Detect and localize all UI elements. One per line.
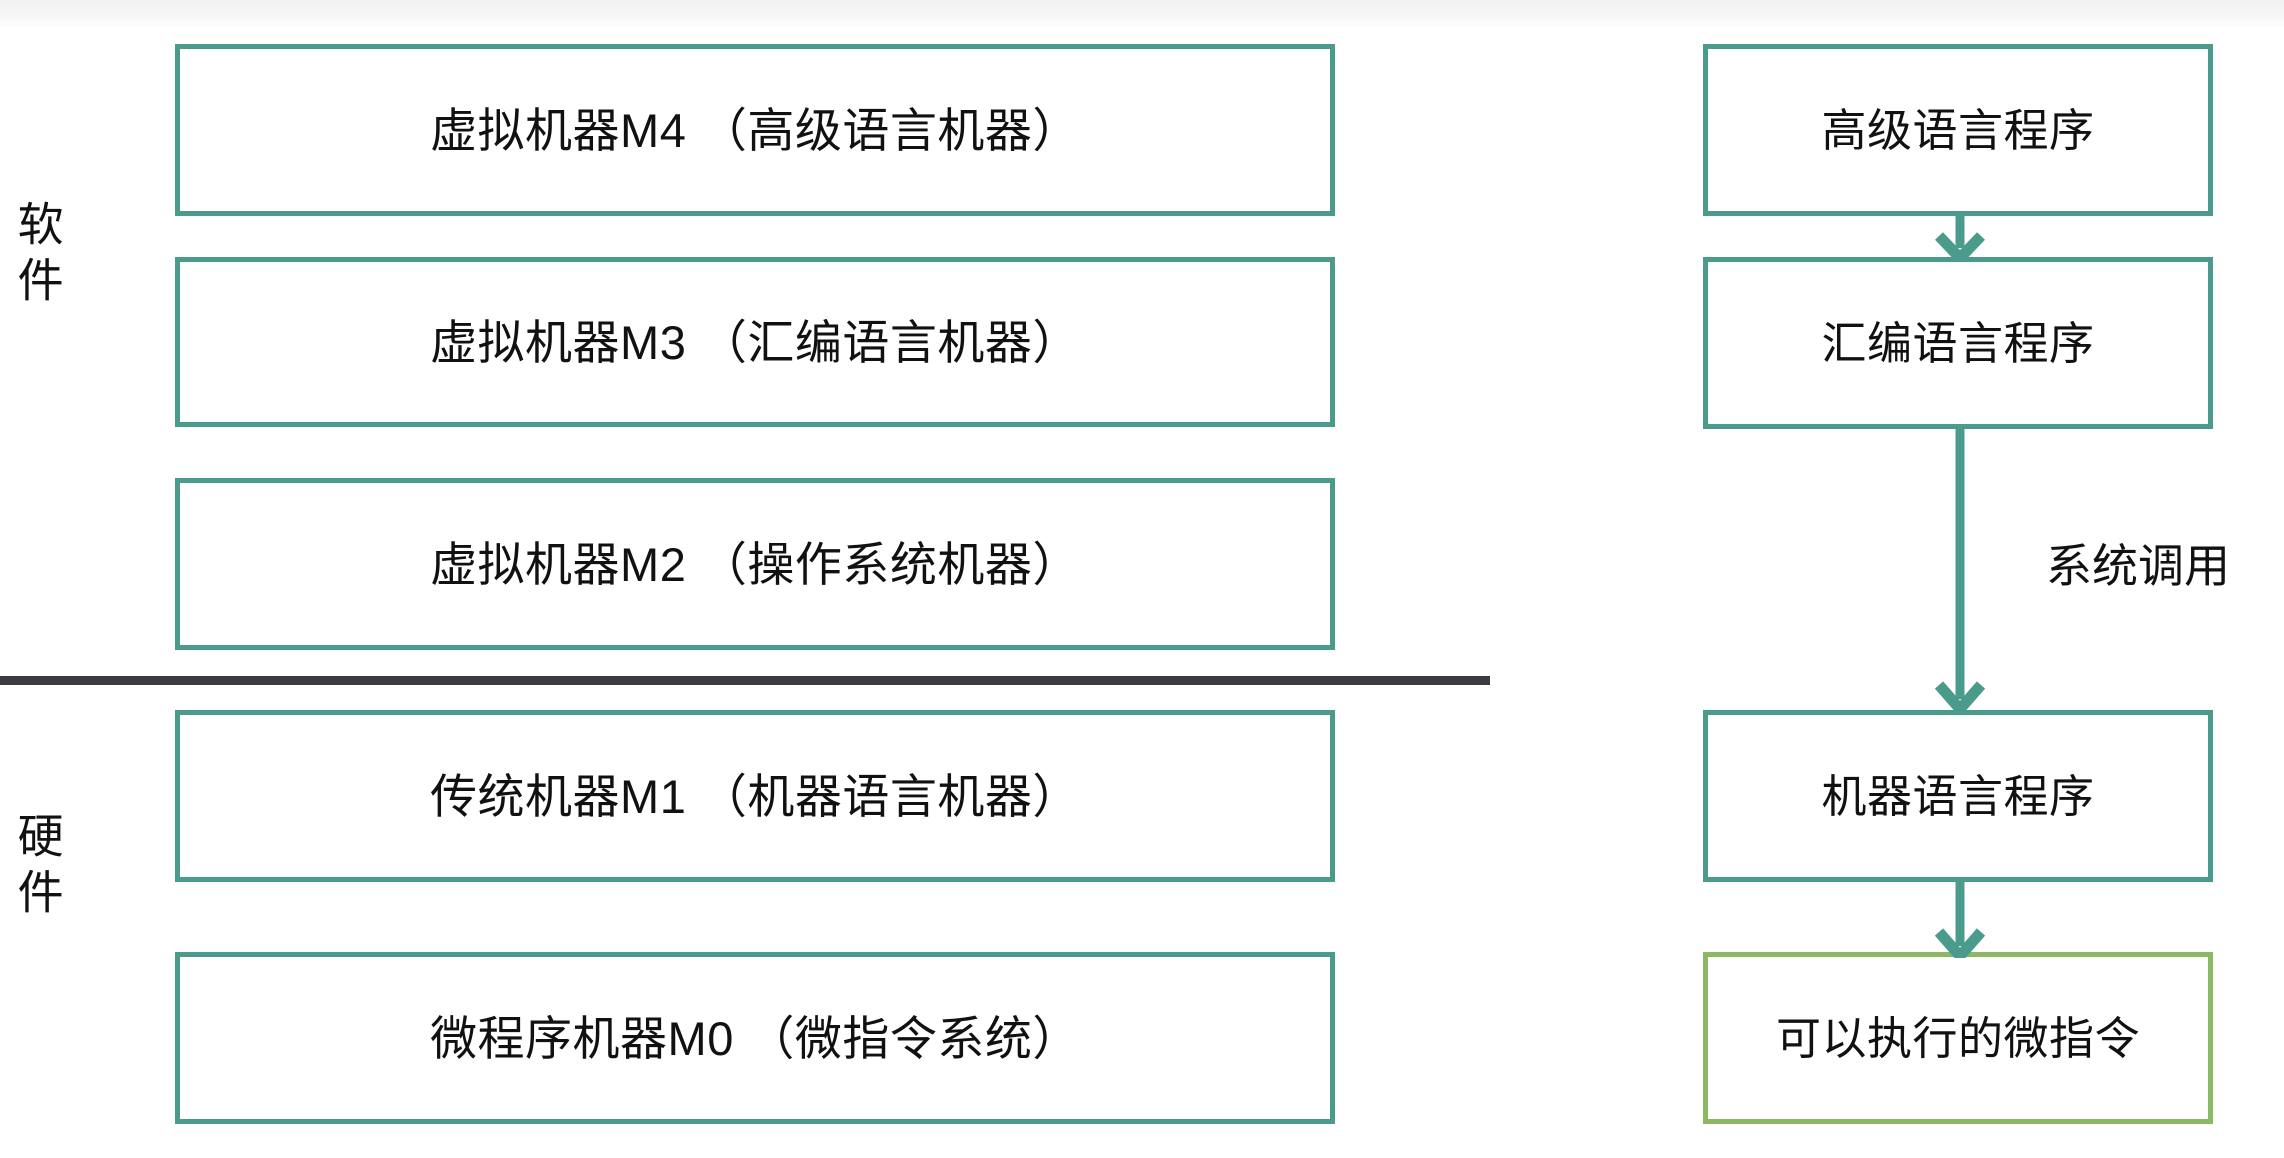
program-flow-box-machine-language[interactable]: 机器语言程序 bbox=[1703, 710, 2213, 882]
program-flow-box-microinstruction[interactable]: 可以执行的微指令 bbox=[1703, 952, 2213, 1124]
machine-level-label-m3: 虚拟机器M3 （汇编语言机器） bbox=[430, 315, 1080, 369]
side-label-hardware: 硬件 bbox=[12, 812, 72, 924]
program-flow-label-high-level: 高级语言程序 bbox=[1821, 104, 2095, 156]
annotation-system-call: 系统调用 bbox=[2046, 540, 2230, 592]
side-label-hardware-char-1: 硬件 bbox=[11, 812, 64, 924]
program-flow-label-microinstruction: 可以执行的微指令 bbox=[1775, 1012, 2140, 1064]
machine-level-box-m1[interactable]: 传统机器M1 （机器语言机器） bbox=[175, 710, 1335, 882]
arrow-high-level-to-assembly bbox=[1925, 214, 1995, 260]
program-flow-box-high-level[interactable]: 高级语言程序 bbox=[1703, 44, 2213, 216]
machine-level-box-m4[interactable]: 虚拟机器M4 （高级语言机器） bbox=[175, 44, 1335, 216]
arrow-machine-language-to-microinstruction bbox=[1925, 880, 1995, 958]
machine-level-label-m0: 微程序机器M0 （微指令系统） bbox=[430, 1011, 1080, 1065]
machine-level-box-m0[interactable]: 微程序机器M0 （微指令系统） bbox=[175, 952, 1335, 1124]
side-label-software-char-1: 软件 bbox=[11, 200, 64, 312]
machine-level-label-m2: 虚拟机器M2 （操作系统机器） bbox=[430, 537, 1080, 591]
program-flow-label-assembly: 汇编语言程序 bbox=[1821, 317, 2095, 369]
side-label-software: 软件 bbox=[12, 200, 72, 312]
machine-level-label-m4: 虚拟机器M4 （高级语言机器） bbox=[430, 103, 1080, 157]
program-flow-label-machine-language: 机器语言程序 bbox=[1821, 770, 2095, 822]
software-hardware-divider bbox=[0, 676, 1490, 685]
machine-level-box-m3[interactable]: 虚拟机器M3 （汇编语言机器） bbox=[175, 257, 1335, 427]
program-flow-box-assembly[interactable]: 汇编语言程序 bbox=[1703, 257, 2213, 429]
machine-level-label-m1: 传统机器M1 （机器语言机器） bbox=[430, 769, 1080, 823]
machine-level-box-m2[interactable]: 虚拟机器M2 （操作系统机器） bbox=[175, 478, 1335, 650]
top-gradient-strip bbox=[0, 0, 2284, 26]
arrow-assembly-to-machine-language bbox=[1925, 427, 1995, 713]
